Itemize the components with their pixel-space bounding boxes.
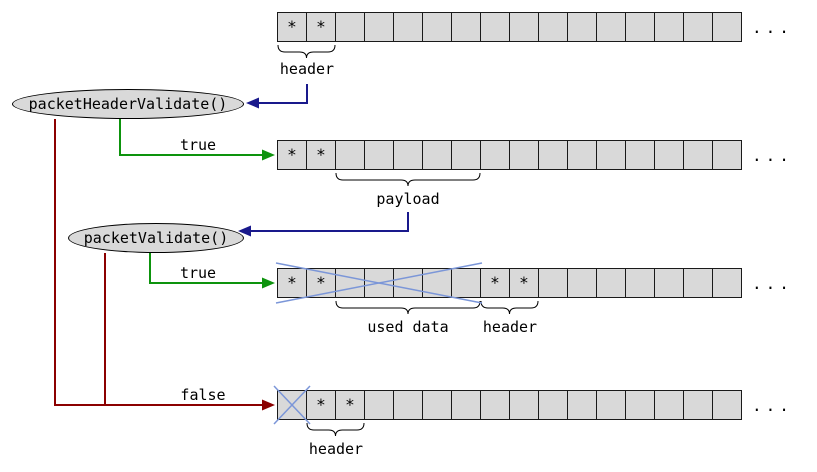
packet-cell xyxy=(683,140,713,170)
packet-cell xyxy=(393,140,423,170)
packet-cell xyxy=(625,268,655,298)
packet-cell xyxy=(567,268,597,298)
packet-cell xyxy=(654,12,684,42)
label-header-row1: header xyxy=(279,60,335,78)
packet-cell xyxy=(422,12,452,42)
packet-cell xyxy=(422,390,452,420)
packet-cell xyxy=(480,140,510,170)
packet-cell xyxy=(364,140,394,170)
row-1-continuation: ... xyxy=(752,18,793,37)
packet-cell xyxy=(335,12,365,42)
packet-cell xyxy=(538,390,568,420)
label-payload: payload xyxy=(376,190,440,208)
packet-cell xyxy=(712,12,742,42)
packet-cell xyxy=(509,12,539,42)
packet-cell xyxy=(596,140,626,170)
packet-cell xyxy=(364,390,394,420)
arrow-payload-to-packetvalidate xyxy=(238,212,409,237)
brace-payload-row2 xyxy=(335,172,481,187)
label-header-row4: header xyxy=(308,440,364,458)
packet-cell xyxy=(393,268,423,298)
packet-cell xyxy=(596,12,626,42)
packet-cell xyxy=(654,390,684,420)
row-4-continuation: ... xyxy=(752,396,793,415)
packet-cell xyxy=(451,390,481,420)
packet-cell: * xyxy=(306,268,336,298)
packet-cell xyxy=(451,12,481,42)
brace-header-row4 xyxy=(306,422,365,437)
packet-cell xyxy=(277,390,307,420)
packet-buffer-row-4: * * xyxy=(277,390,742,420)
packet-cell xyxy=(596,390,626,420)
packet-cell xyxy=(509,390,539,420)
packet-cell xyxy=(683,268,713,298)
packet-cell xyxy=(335,140,365,170)
node-packet-validate: packetValidate() xyxy=(68,223,244,253)
brace-header-row3 xyxy=(480,300,539,315)
packet-cell xyxy=(451,268,481,298)
packet-cell xyxy=(538,268,568,298)
packet-cell: * xyxy=(306,390,336,420)
packet-cell xyxy=(538,12,568,42)
arrow-header-to-packetheadervalidate xyxy=(246,84,308,109)
packet-cell: * xyxy=(335,390,365,420)
packet-cell: * xyxy=(277,12,307,42)
packet-cell xyxy=(480,390,510,420)
brace-used-data-row3 xyxy=(335,300,481,315)
label-header-row3: header xyxy=(482,318,538,336)
packet-cell xyxy=(625,12,655,42)
label-used-data: used data xyxy=(367,318,449,336)
packet-cell xyxy=(393,12,423,42)
label-true-packet-validate: true xyxy=(179,264,217,282)
packet-cell xyxy=(567,140,597,170)
packet-cell: * xyxy=(277,268,307,298)
packet-cell xyxy=(480,12,510,42)
packet-buffer-row-2: * * xyxy=(277,140,742,170)
packet-cell xyxy=(625,140,655,170)
packet-cell xyxy=(335,268,365,298)
packet-cell xyxy=(422,268,452,298)
packet-cell xyxy=(712,390,742,420)
packet-cell xyxy=(683,12,713,42)
row-2-continuation: ... xyxy=(752,146,793,165)
packet-buffer-row-1: * * xyxy=(277,12,742,42)
label-true-header-validate: true xyxy=(179,136,217,154)
packet-cell: * xyxy=(306,140,336,170)
packet-cell xyxy=(683,390,713,420)
packet-cell xyxy=(625,390,655,420)
packet-buffer-row-3: * * * * xyxy=(277,268,742,298)
brace-header-row1 xyxy=(277,44,336,59)
arrow-false-to-row4 xyxy=(54,119,275,411)
packet-cell xyxy=(712,268,742,298)
packet-cell xyxy=(393,390,423,420)
row-3-continuation: ... xyxy=(752,274,793,293)
node-packet-header-validate: packetHeaderValidate() xyxy=(12,89,244,119)
packet-cell: * xyxy=(277,140,307,170)
packet-cell: * xyxy=(509,268,539,298)
packet-cell: * xyxy=(480,268,510,298)
packet-cell xyxy=(712,140,742,170)
label-false: false xyxy=(180,386,226,404)
packet-cell xyxy=(654,268,684,298)
packet-cell xyxy=(451,140,481,170)
packet-cell xyxy=(538,140,568,170)
packet-cell xyxy=(364,12,394,42)
packet-cell xyxy=(567,12,597,42)
packet-cell xyxy=(422,140,452,170)
packet-cell xyxy=(364,268,394,298)
packet-cell xyxy=(509,140,539,170)
packet-cell: * xyxy=(306,12,336,42)
packet-cell xyxy=(567,390,597,420)
packet-cell xyxy=(596,268,626,298)
packet-cell xyxy=(654,140,684,170)
